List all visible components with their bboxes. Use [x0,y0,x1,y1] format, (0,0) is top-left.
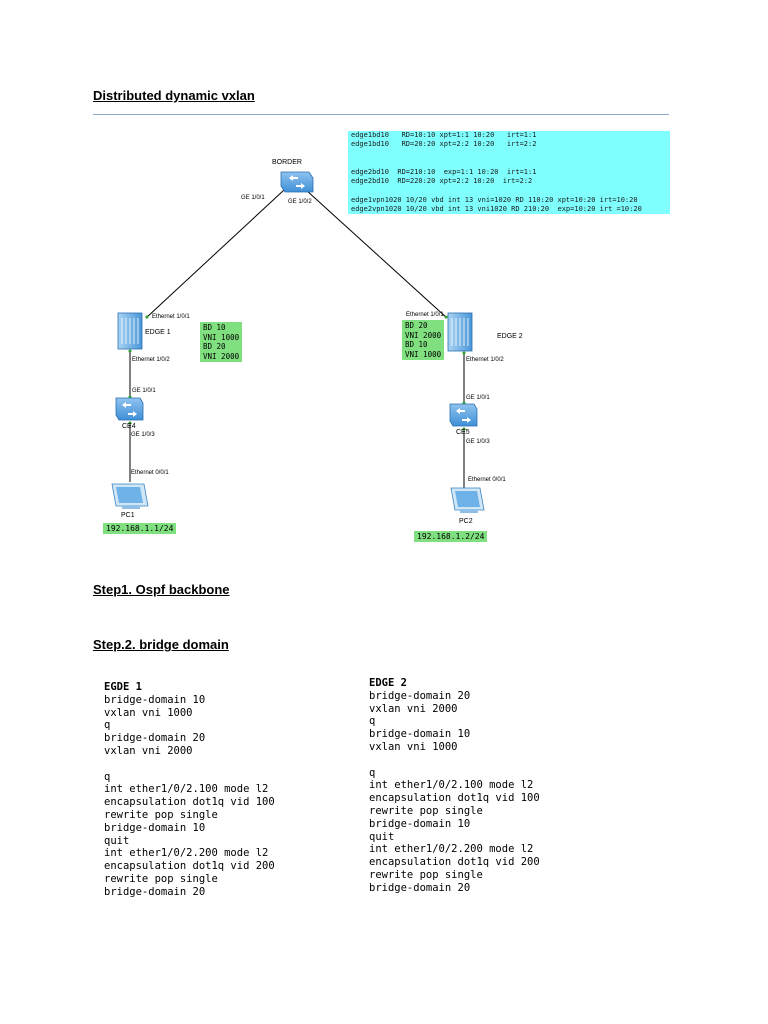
ce4-down-port: GE 1/0/3 [131,432,155,438]
config-line: edge2bd10 RD=210:10 exp=1:1 10:20 irt=1:… [351,168,537,177]
step2-heading: Step.2. bridge domain [93,637,229,652]
ce5-down-port: GE 1/0/3 [466,439,490,445]
config-line: edge1bd10 RD=20:20 xpt=2:2 10:20 irt=2:2 [351,140,537,149]
port-dot [444,315,448,319]
ce5-label: CE5 [456,429,470,436]
network-topology-diagram: BORDER GE 1/0/1 GE 1/0/2 EDGE 1 Ethernet… [111,159,523,525]
pc2-computer-icon [450,487,485,513]
step1-heading: Step1. Ospf backbone [93,582,230,597]
ce4-up-port: GE 1/0/1 [132,388,156,394]
port-dot [145,315,149,319]
edge2-config-title: EDGE 2 [369,677,407,689]
config-box: edge1bd10 RD=10:10 xpt=1:1 10:20 irt=1:1… [348,131,670,214]
edge1-device-icon [117,312,143,350]
ce5-switch-icon [449,403,478,427]
config-line: edge2bd10 RD=220:20 xpt=2:2 10:20 irt=2:… [351,177,533,186]
border-label: BORDER [272,159,302,166]
config-line: edge1vpn1020 10/20 vbd int 13 vni=1020 R… [351,196,638,205]
edge1-config-body: bridge-domain 10 vxlan vni 1000 q bridge… [104,693,275,898]
config-line: edge1bd10 RD=10:10 xpt=1:1 10:20 irt=1:1 [351,131,537,139]
page-title: Distributed dynamic vxlan [93,88,255,103]
pc1-computer-icon [111,483,149,509]
edge1-label: EDGE 1 [145,329,171,336]
port-dot [128,349,132,353]
edge2-config-body: bridge-domain 20 vxlan vni 2000 q bridge… [369,689,540,894]
pc1-label: PC1 [121,512,135,519]
port-dot [128,421,132,425]
edge1-uplink-port: Ethernet 1/0/1 [152,314,190,320]
pc2-ip-box: 192.168.1.2/24 [414,531,488,542]
edge2-uplink-port: Ethernet 1/0/1 [406,312,444,318]
config-line: edge2vpn1020 10/20 vbd int 13 vni1020 RD… [351,205,642,214]
port-dot [462,427,466,431]
pc1-port: Ethernet 0/0/1 [131,470,169,476]
ce4-switch-icon [115,397,144,421]
pc2-label: PC2 [459,518,473,525]
port-dot [462,351,466,355]
border-port-right: GE 1/0/2 [288,199,312,205]
pc1-ip-box: 192.168.1.1/24 [103,523,177,534]
edge2-device-icon [447,312,473,352]
edge2-bd-box: BD 20 VNI 2000 BD 10 VNI 1000 [402,320,445,360]
pc2-port: Ethernet 0/0/1 [468,477,506,483]
border-port-left: GE 1/0/1 [241,195,265,201]
border-switch-icon [280,171,314,193]
ce4-label: CE4 [122,423,136,430]
title-rule [93,114,669,115]
edge2-label: EDGE 2 [497,333,523,340]
link-border-edge2 [305,189,448,319]
ce5-up-port: GE 1/0/1 [466,395,490,401]
edge2-downlink-port: Ethernet 1/0/2 [466,357,504,363]
edge1-config-title: EGDE 1 [104,681,142,693]
edge1-downlink-port: Ethernet 1/0/2 [132,357,170,363]
link-border-edge1 [145,189,285,319]
edge1-bd-box: BD 10 VNI 1000 BD 20 VNI 2000 [200,322,243,362]
